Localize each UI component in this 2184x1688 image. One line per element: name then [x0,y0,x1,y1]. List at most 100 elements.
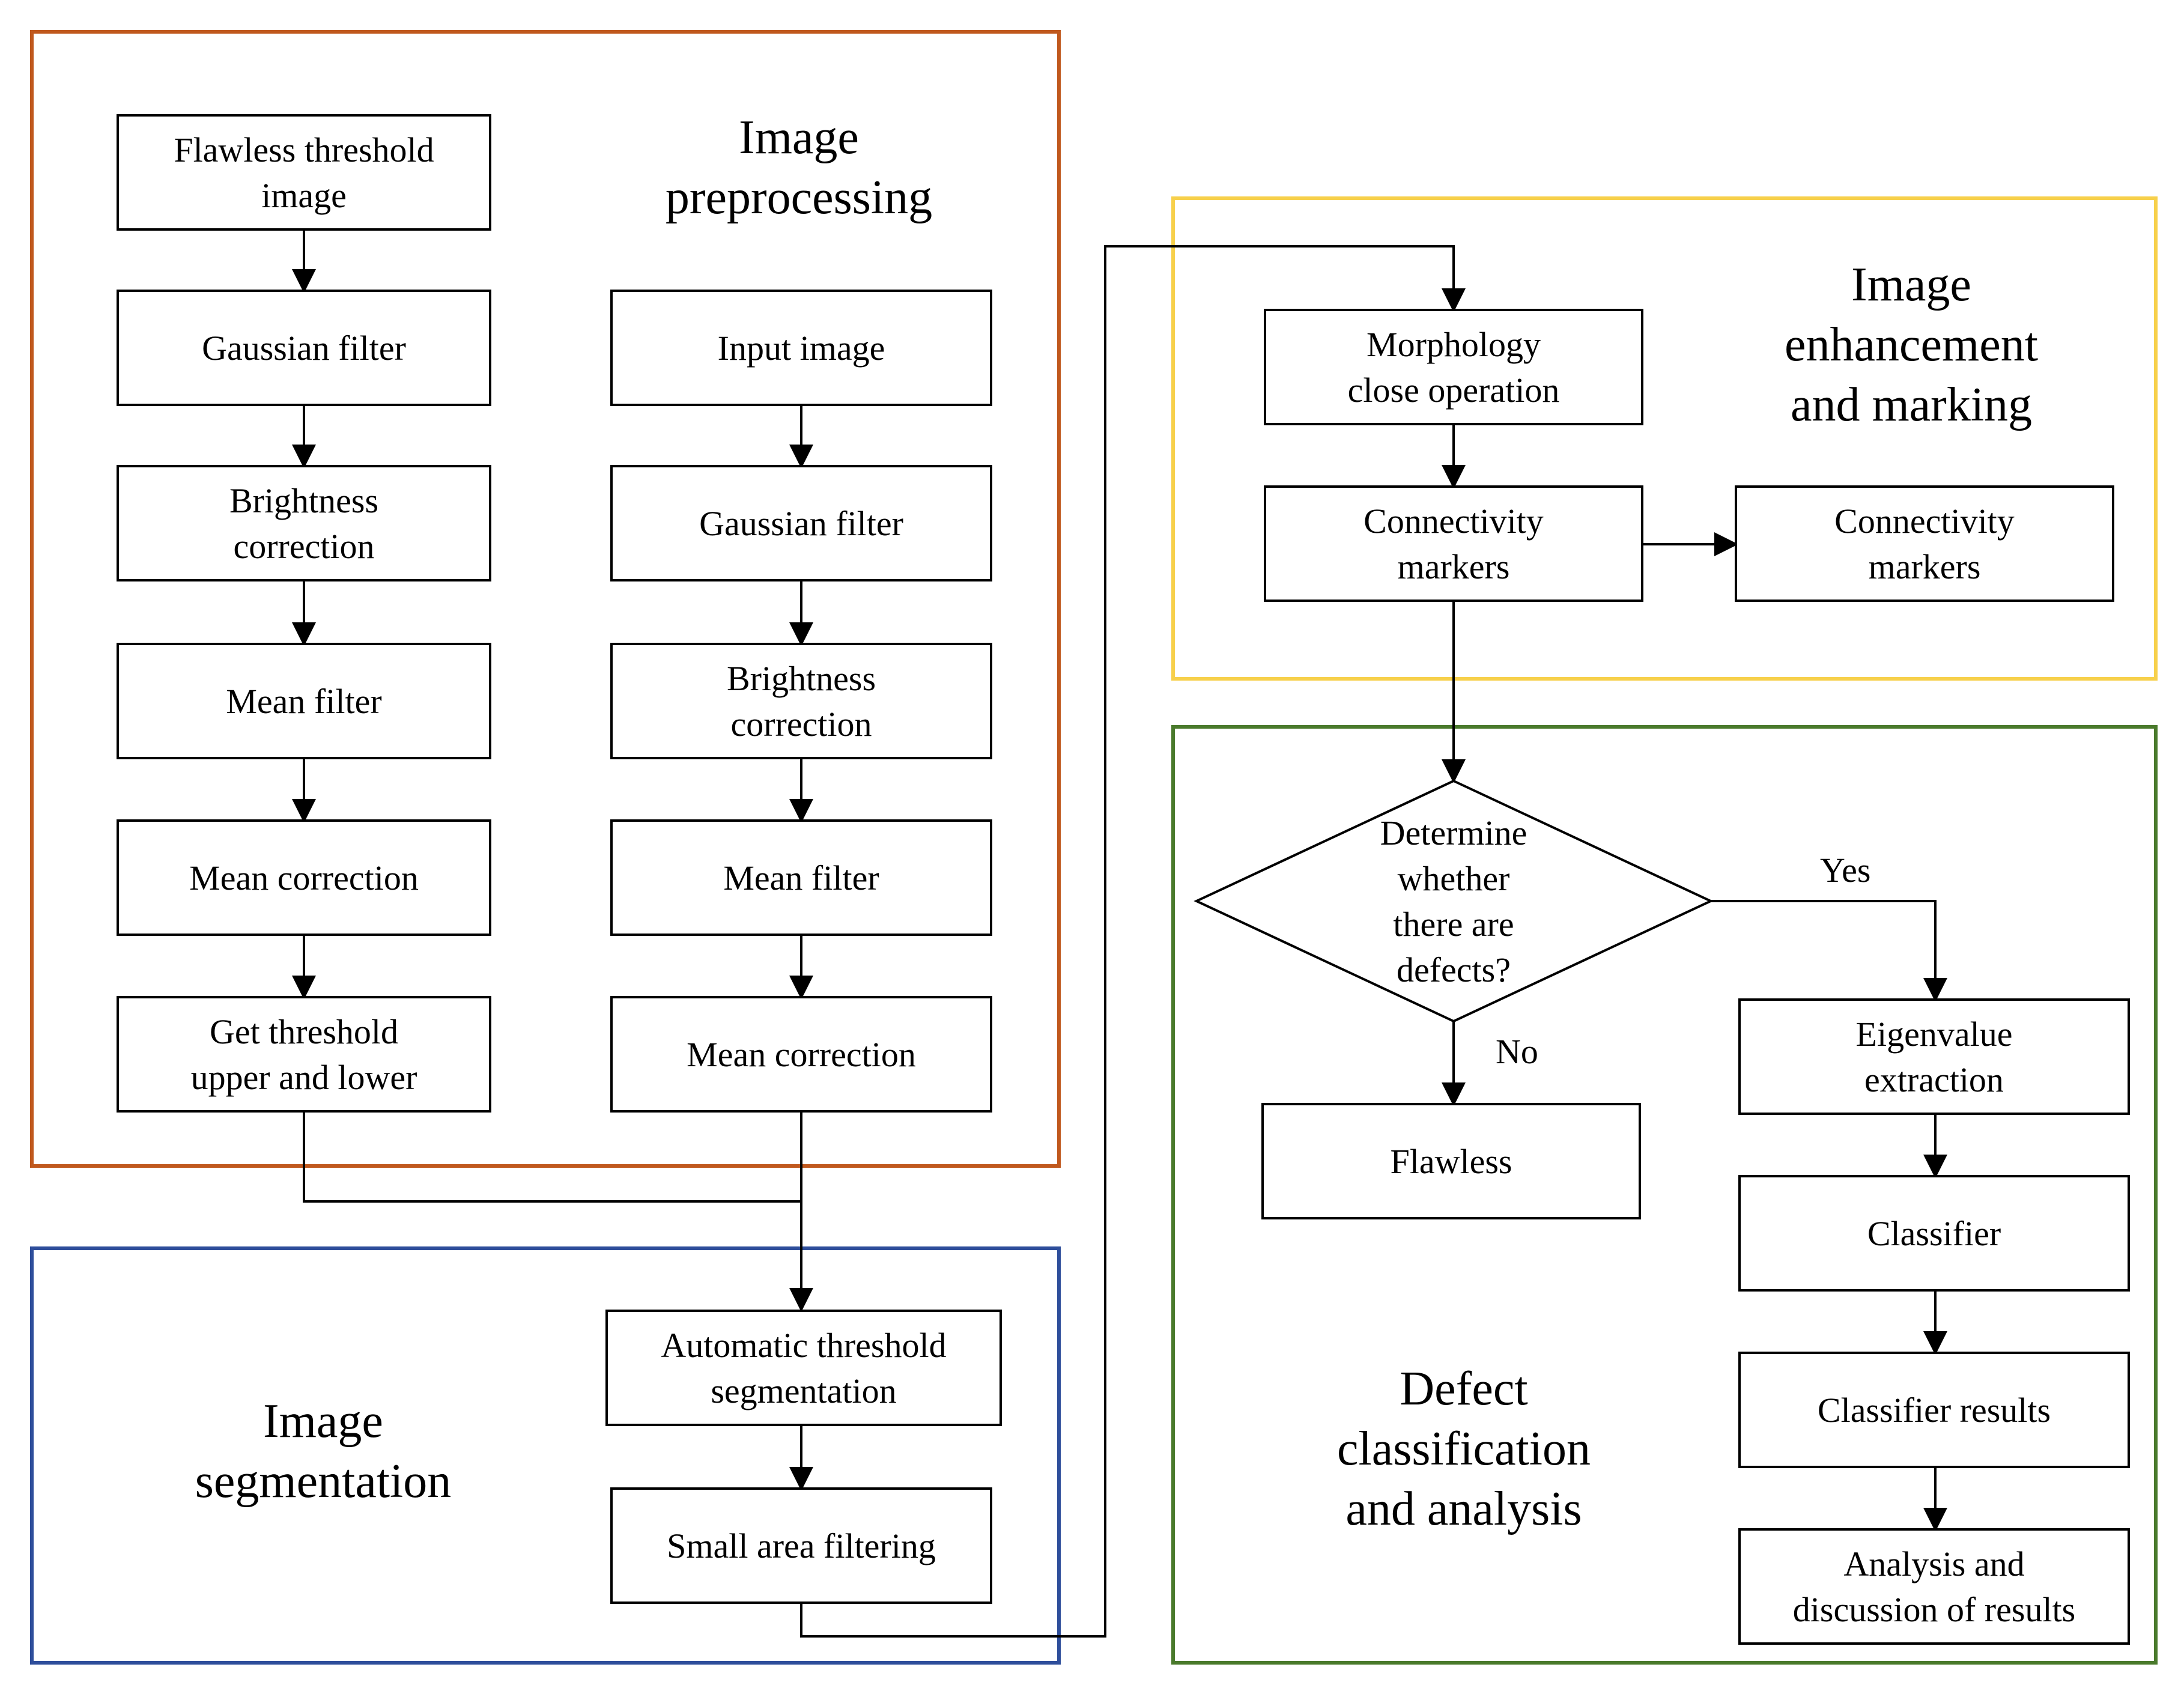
node-label-auto-threshold-line-1: Automatic threshold [661,1326,946,1365]
node-label-eigenvalue-line-1: Eigenvalue [1856,1015,2013,1054]
node-label-connectivity-2-line-2: markers [1869,547,1981,586]
node-label-morphology-line-2: close operation [1348,371,1560,410]
node-label-classifier: Classifier [1867,1214,2001,1253]
node-connectivity-2 [1735,485,2114,602]
edge-label-no: No [1496,1032,1538,1071]
group-title-image-enhancement-line-3: and marking [1791,378,2032,431]
node-label-mean-correction-2-line-1: Mean correction [687,1035,916,1074]
node-label-gaussian-filter-1: Gaussian filter [202,329,406,368]
group-frame-defect-classification [1171,725,2158,1665]
node-label-mean-filter-2: Mean filter [723,858,879,897]
node-mean-filter-2 [610,819,992,936]
node-label-gaussian-filter-2: Gaussian filter [699,504,903,543]
node-auto-threshold [605,1310,1002,1426]
node-label-flawless: Flawless [1391,1142,1512,1181]
group-title-image-enhancement-line-1: Image [1851,258,1971,311]
group-title-defect-classification-line-2: classification [1337,1422,1591,1475]
node-label-decision-line-2: whether [1398,859,1510,898]
group-title-defect-classification-line-1: Defect [1400,1362,1527,1415]
node-label-eigenvalue: Eigenvalue extraction [1856,1015,2013,1099]
node-analysis [1738,1528,2130,1645]
node-label-brightness-correction-2-line-2: correction [730,705,872,744]
node-label-input-image: Input image [718,329,885,368]
node-label-analysis-line-2: discussion of results [1793,1590,2075,1629]
edge-getthreshold-to-merge [303,1111,801,1203]
node-label-mean-correction-2: Mean correction [687,1035,916,1074]
group-title-image-enhancement-line-2: enhancement [1785,318,2038,371]
node-label-flawless-threshold-image: Flawless threshold image [174,130,434,215]
node-label-flawless-threshold-image-line-1: Flawless threshold [174,130,434,169]
node-label-brightness-correction-1-line-1: Brightness [229,481,378,520]
group-title-defect-classification: Defect classification and analysis [1337,1362,1591,1535]
group-title-image-segmentation-line-1: Image [263,1395,383,1448]
group-title-defect-classification-line-3: and analysis [1345,1483,1582,1535]
node-mean-filter-1 [117,643,491,759]
node-label-brightness-correction-2-line-1: Brightness [727,659,876,698]
node-gaussian-filter-2 [610,465,992,581]
node-label-brightness-correction-1-line-2: correction [233,527,374,566]
node-label-analysis-line-1: Analysis and [1843,1544,2024,1583]
node-label-connectivity-1: Connectivity markers [1363,502,1544,586]
node-label-gaussian-filter-2-line-1: Gaussian filter [699,504,903,543]
node-label-decision-line-4: defects? [1397,950,1511,989]
node-label-get-threshold-line-1: Get threshold [210,1012,398,1051]
group-title-image-segmentation: Image segmentation [195,1395,452,1508]
node-label-classifier-results: Classifier results [1818,1391,2051,1430]
node-label-brightness-correction-2: Brightness correction [727,659,876,744]
node-input-image [610,290,992,406]
node-classifier-results [1738,1352,2130,1468]
group-title-image-preprocessing-line-1: Image [739,111,859,164]
edge-label-yes: Yes [1820,851,1870,890]
node-label-brightness-correction-1: Brightness correction [229,481,378,566]
node-label-classifier-results-line-1: Classifier results [1818,1391,2051,1430]
node-label-connectivity-1-line-1: Connectivity [1363,502,1544,541]
node-flawless [1261,1103,1641,1219]
node-label-mean-filter-2-line-1: Mean filter [723,858,879,897]
node-label-small-area: Small area filtering [667,1526,936,1565]
group-title-image-segmentation-line-2: segmentation [195,1455,452,1508]
group-title-image-preprocessing-line-2: preprocessing [666,171,932,224]
node-label-get-threshold-line-2: upper and lower [191,1058,417,1097]
node-brightness-correction-1 [117,465,491,581]
node-label-decision-line-3: there are [1393,905,1514,944]
node-morphology [1264,309,1643,425]
node-flawless-threshold-image [117,114,491,231]
node-label-mean-correction-1: Mean correction [189,858,419,897]
edge-decision-yes [1711,900,1947,1002]
node-label-input-image-line-1: Input image [718,329,885,368]
node-small-area [610,1487,992,1604]
node-label-flawless-threshold-image-line-2: image [261,176,347,215]
node-label-get-threshold: Get threshold upper and lower [191,1012,417,1097]
node-label-connectivity-2-line-1: Connectivity [1834,502,2015,541]
group-frame-image-enhancement [1171,196,2158,681]
node-brightness-correction-2 [610,643,992,759]
node-label-gaussian-filter-1-line-1: Gaussian filter [202,329,406,368]
node-decision [1194,779,1714,1023]
node-label-mean-filter-1: Mean filter [226,682,381,721]
node-label-connectivity-1-line-2: markers [1398,547,1510,586]
node-gaussian-filter-1 [117,290,491,406]
node-label-analysis: Analysis and discussion of results [1793,1544,2075,1629]
node-mean-correction-1 [117,819,491,936]
node-label-classifier-line-1: Classifier [1867,1214,2001,1253]
node-connectivity-1 [1264,485,1643,602]
group-title-image-preprocessing: Image preprocessing [666,111,932,224]
group-frame-image-segmentation [30,1246,1061,1665]
node-label-flawless-line-1: Flawless [1391,1142,1512,1181]
node-label-auto-threshold: Automatic threshold segmentation [661,1326,946,1410]
node-eigenvalue [1738,998,2130,1115]
flowchart-edges [292,229,1947,1638]
node-label-mean-correction-1-line-1: Mean correction [189,858,419,897]
node-label-eigenvalue-line-2: extraction [1864,1060,2004,1099]
edge-smallarea-to-morphology [800,245,1466,1638]
node-mean-correction-2 [610,996,992,1113]
group-frame-image-preprocessing [30,30,1061,1168]
node-label-auto-threshold-line-2: segmentation [711,1371,896,1410]
node-label-mean-filter-1-line-1: Mean filter [226,682,381,721]
group-title-image-enhancement: Image enhancement and marking [1785,258,2038,431]
